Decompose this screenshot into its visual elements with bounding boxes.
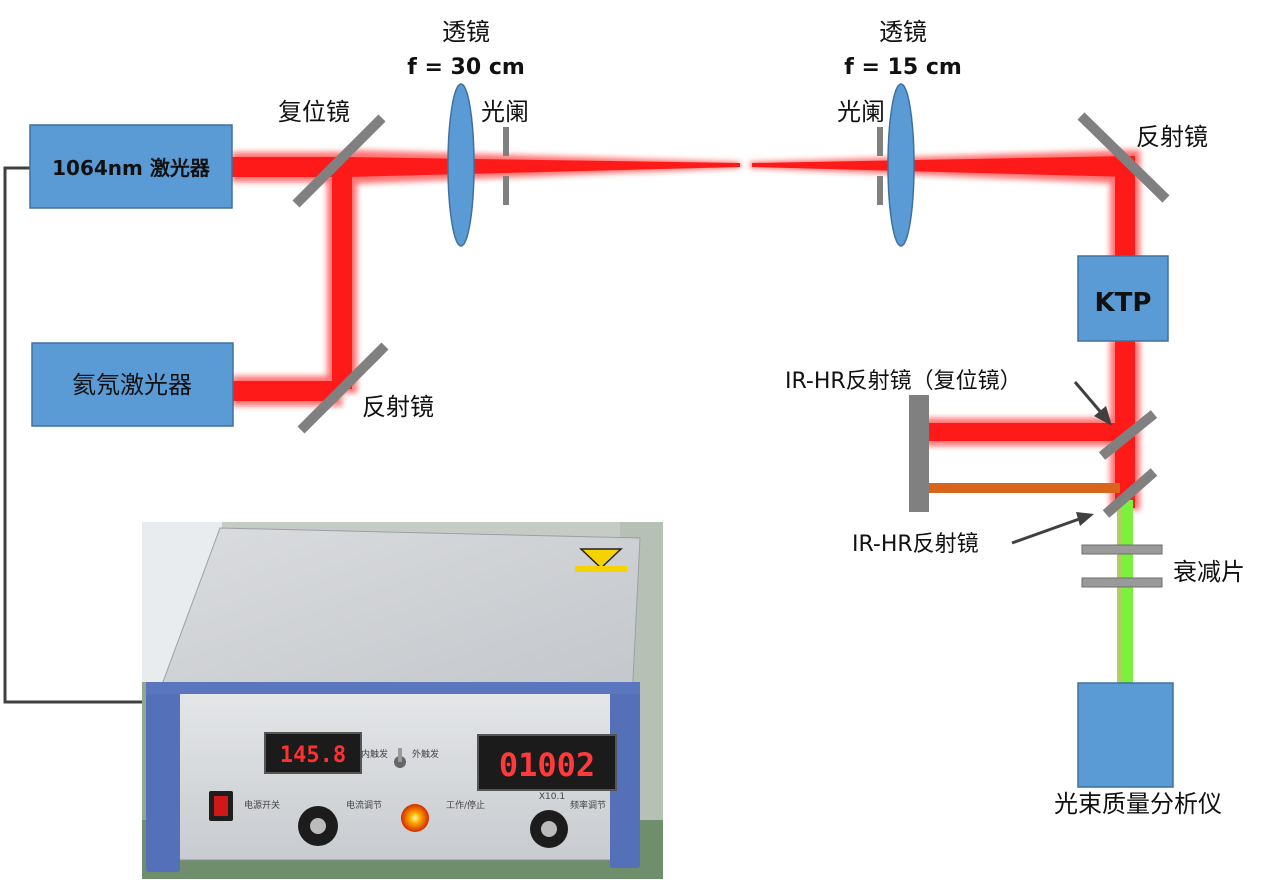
top-right-mirror xyxy=(1077,112,1170,203)
frequency-caption: X10.1 xyxy=(539,792,565,802)
mirrors xyxy=(292,112,1170,518)
ktp-box: KTP xyxy=(1077,255,1169,342)
flip-mirror-label: 复位镜 xyxy=(278,98,350,126)
lens1-focal: f = 30 cm xyxy=(407,55,525,80)
irhr-flip-mirror xyxy=(1098,410,1158,460)
power-cable xyxy=(3,166,142,704)
current-adjust-label: 电流调节 xyxy=(346,799,382,811)
laser-1064-label: 1064nm 激光器 xyxy=(52,156,211,180)
pointer-arrows xyxy=(1011,381,1112,545)
lens-15cm xyxy=(887,83,915,247)
apertures xyxy=(503,127,883,205)
irhr-label: IR-HR反射镜 xyxy=(852,532,979,557)
aperture1-label: 光阑 xyxy=(481,98,529,126)
beam-analyzer-box xyxy=(1077,682,1174,788)
power-switch-label: 电源开关 xyxy=(244,799,280,811)
lens-30cm xyxy=(447,83,475,247)
laser-1064-box: 1064nm 激光器 xyxy=(29,124,233,209)
hene-laser-label: 氦氖激光器 xyxy=(72,371,192,399)
beam-analyzer-label: 光束质量分析仪 xyxy=(1054,790,1222,818)
work-stop-label: 工作/停止 xyxy=(446,799,485,811)
external-trigger-label: 外触发 xyxy=(412,748,439,760)
hene-mirror xyxy=(297,342,389,434)
lens2-focal: f = 15 cm xyxy=(844,55,962,80)
freq-adjust-label: 频率调节 xyxy=(570,799,606,811)
hene-laser-box: 氦氖激光器 xyxy=(31,342,234,427)
attenuator-label: 衰减片 xyxy=(1173,558,1245,586)
hene-mirror-label: 反射镜 xyxy=(362,393,434,421)
flip-mirror xyxy=(292,114,386,208)
aperture2-label: 光阑 xyxy=(837,98,885,126)
irhr-flip-label: IR-HR反射镜（复位镜） xyxy=(785,369,1022,394)
frequency-display: 01002 xyxy=(499,746,595,784)
ktp-label: KTP xyxy=(1095,288,1152,318)
controller-photo: 145.8 01002 X10.1 内触发 外触发 电源开关 电流调节 工作/停… xyxy=(142,522,663,879)
attenuators xyxy=(1081,544,1163,588)
lens1-name: 透镜 xyxy=(442,18,490,46)
red-beam-paths xyxy=(232,150,1140,510)
lens2-name: 透镜 xyxy=(879,18,927,46)
internal-trigger-label: 内触发 xyxy=(361,748,388,760)
current-display: 145.8 xyxy=(280,743,346,768)
top-right-mirror-label: 反射镜 xyxy=(1136,123,1208,151)
irhr-mirror xyxy=(1102,468,1158,518)
